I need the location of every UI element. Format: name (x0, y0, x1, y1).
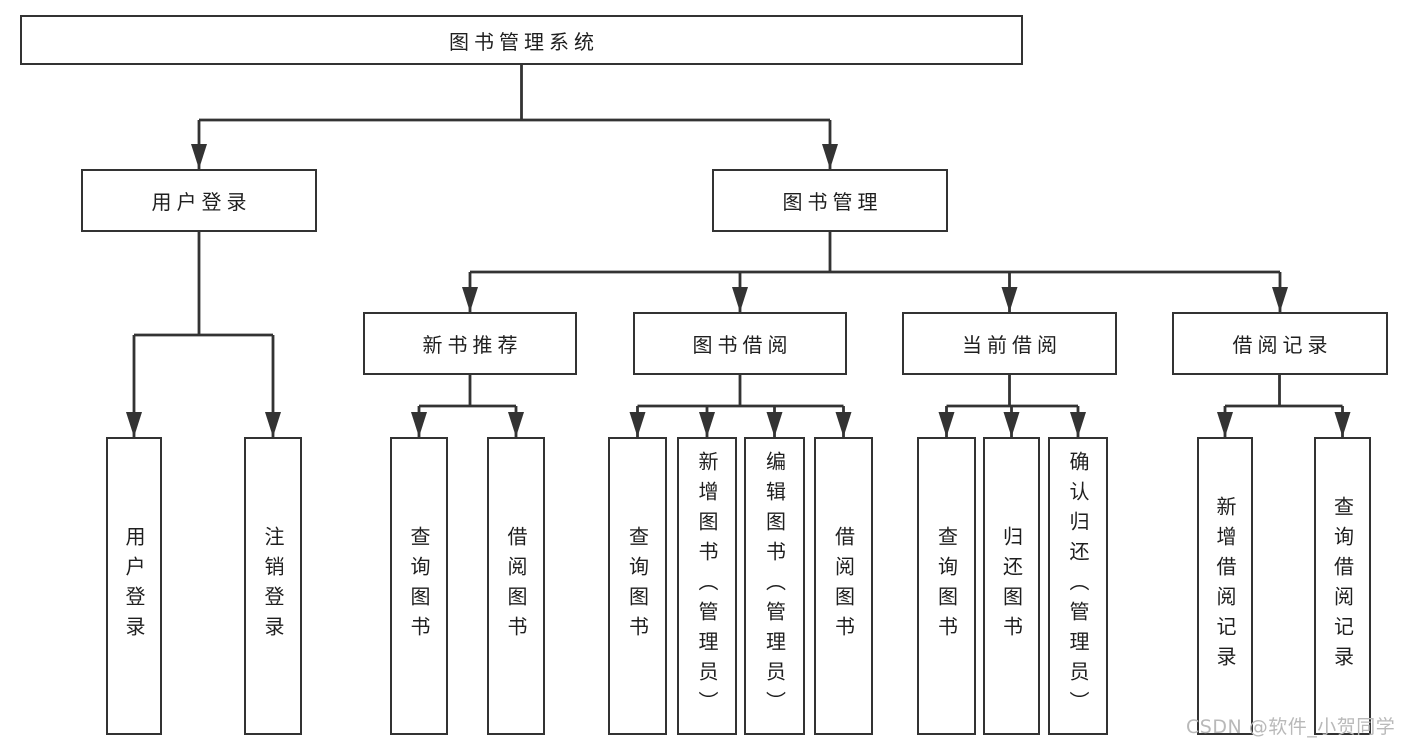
node-label: 图书管理系统 (449, 29, 599, 54)
leaf-label: 编辑图书（管理员） (762, 451, 787, 721)
leaf-label: 借阅图书 (504, 526, 528, 646)
leaf-label: 查询图书 (407, 526, 431, 646)
leaf-label: 查询图书 (934, 526, 959, 646)
leaf-label: 查询图书 (625, 526, 650, 646)
leaf-label: 归还图书 (999, 526, 1024, 646)
node-label: 新书推荐 (422, 333, 523, 357)
connector-path (132, 65, 1344, 437)
leaf-query-books-current: 查询图书 (917, 437, 976, 735)
leaf-label: 确认归还（管理员） (1066, 451, 1090, 721)
node-label: 当前借阅 (962, 333, 1062, 357)
leaf-logout: 注销登录 (244, 437, 302, 735)
leaf-edit-book-admin: 编辑图书（管理员） (744, 437, 805, 735)
node-library-management-system: 图书管理系统 (20, 15, 1023, 65)
leaf-return-book: 归还图书 (983, 437, 1040, 735)
leaf-add-book-admin: 新增图书（管理员） (677, 437, 737, 735)
leaf-query-borrow-record: 查询借阅记录 (1314, 437, 1371, 735)
watermark: CSDN @软件_小贺同学 (1186, 716, 1396, 738)
node-user-login: 用户登录 (81, 169, 317, 232)
node-label: 图书管理 (782, 190, 883, 214)
node-label: 用户登录 (151, 190, 252, 214)
leaf-confirm-return-admin: 确认归还（管理员） (1048, 437, 1108, 735)
node-borrowing-records: 借阅记录 (1172, 312, 1388, 375)
leaf-user-login: 用户登录 (106, 437, 162, 735)
node-book-management: 图书管理 (712, 169, 948, 232)
leaf-borrow-books-borrowing: 借阅图书 (814, 437, 873, 735)
leaf-label: 借阅图书 (831, 526, 856, 646)
node-new-book-recommend: 新书推荐 (363, 312, 577, 375)
leaf-label: 查询借阅记录 (1330, 496, 1355, 676)
node-label: 图书借阅 (692, 333, 793, 357)
node-current-borrowing: 当前借阅 (902, 312, 1117, 375)
leaf-label: 用户登录 (122, 526, 146, 646)
node-label: 借阅记录 (1232, 333, 1333, 357)
leaf-label: 注销登录 (261, 526, 285, 646)
leaf-label: 新增借阅记录 (1213, 496, 1237, 676)
leaf-label: 新增图书（管理员） (695, 451, 719, 721)
leaf-query-books-recommend: 查询图书 (390, 437, 448, 735)
node-book-borrowing: 图书借阅 (633, 312, 847, 375)
leaf-add-borrow-record: 新增借阅记录 (1197, 437, 1253, 735)
leaf-query-books-borrowing: 查询图书 (608, 437, 667, 735)
leaf-borrow-books-recommend: 借阅图书 (487, 437, 545, 735)
